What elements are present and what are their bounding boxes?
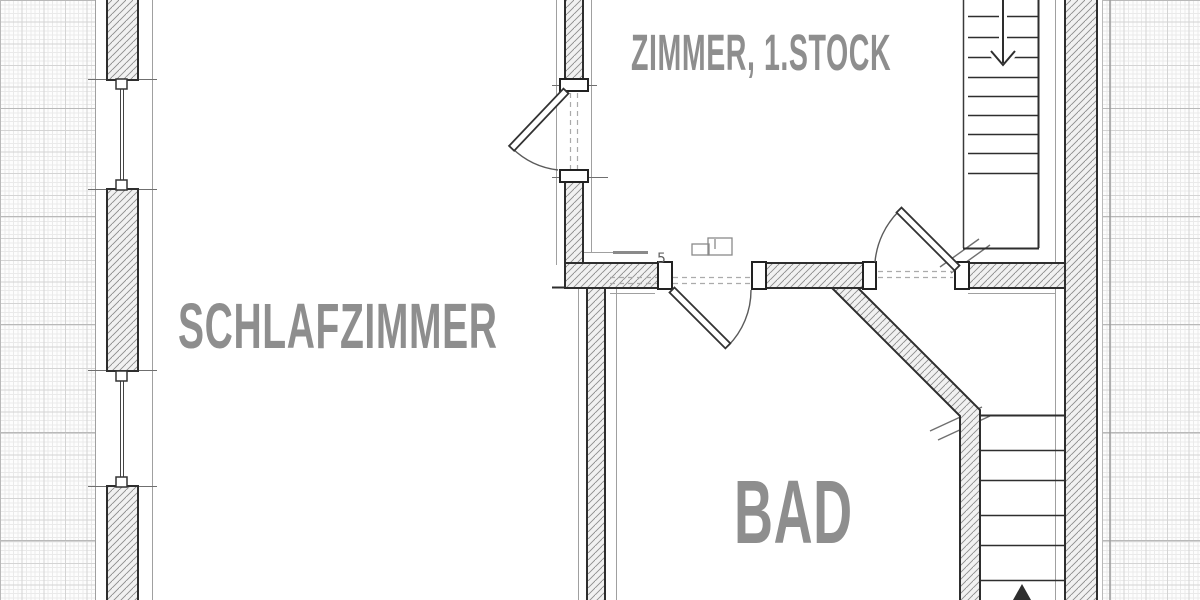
room-label-schlafzimmer: SCHLAFZIMMER xyxy=(178,291,498,362)
corridor-wall xyxy=(564,262,1098,289)
graph-paper-left xyxy=(0,0,96,600)
stairs-up-arrow-icon xyxy=(1013,584,1031,600)
stairs-lower xyxy=(980,414,1065,600)
stairs-down-arrow-icon xyxy=(987,0,1019,68)
exterior-wall-right xyxy=(1064,0,1098,600)
room-label-bad: BAD xyxy=(734,462,853,563)
interior-wall-lower xyxy=(586,287,606,600)
window-1 xyxy=(115,78,128,191)
door-stair-landing xyxy=(862,206,970,290)
interior-wall-upper xyxy=(564,0,584,265)
room-label-zimmer: ZIMMER, 1.STOCK xyxy=(631,24,891,81)
construction-lines xyxy=(95,0,1111,600)
pencil-note: 5 xyxy=(657,251,666,267)
diagonal-wall xyxy=(829,287,981,600)
stairs-upper xyxy=(962,0,1040,250)
window-2 xyxy=(115,370,128,488)
door-zimmer-schlafzimmer xyxy=(507,78,589,183)
pencil-sketch xyxy=(613,237,733,256)
door-bad xyxy=(610,261,767,350)
graph-paper-right xyxy=(1102,0,1200,600)
exterior-wall-left xyxy=(106,0,139,600)
